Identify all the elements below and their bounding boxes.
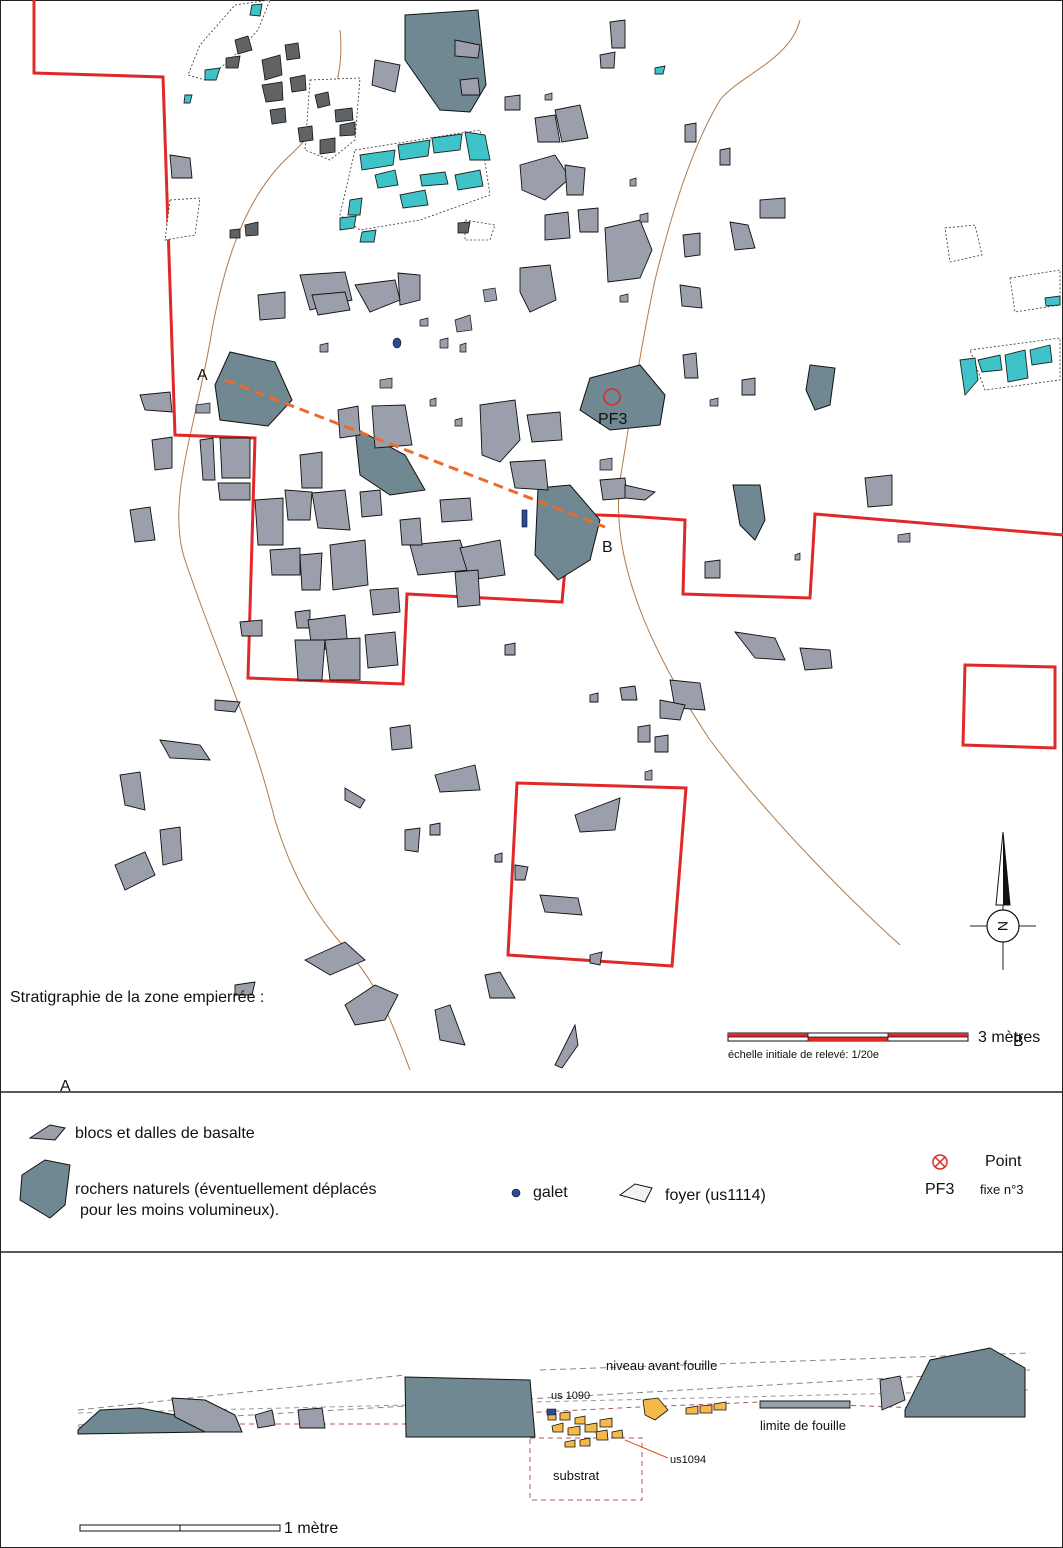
us1090-line (77, 1389, 1031, 1414)
fixed-point-label: PF3 (598, 411, 627, 428)
scale-bar-3m: 3 mètres échelle initiale de relevé: 1/2… (727, 1029, 1040, 1061)
strat-us1094-label: us1094 (670, 1454, 706, 1466)
strat-limite-label: limite de fouille (760, 1418, 846, 1433)
section-block-b1 (879, 1375, 906, 1411)
legend-fixed-point-title: Point (985, 1153, 1022, 1170)
north-arrow-icon: N (970, 831, 1036, 970)
hearth-stones (547, 1397, 727, 1448)
section-rock-b (904, 1347, 1026, 1418)
legend-fixed-point-icon (932, 1154, 948, 1170)
strat-label-b: B (1013, 1033, 1024, 1050)
legend-natural-rock-swatch (19, 1159, 71, 1219)
section-b-label: B (602, 539, 613, 556)
legend-hearth-text: foyer (us1114) (665, 1187, 766, 1204)
legend-fixed-point-code: PF3 (925, 1181, 954, 1198)
section-chip-1 (254, 1409, 276, 1429)
strat-us1090-label: us 1090 (551, 1390, 590, 1402)
dark-stones (225, 35, 471, 239)
legend-natural-text-1: rochers naturels (éventuellement déplacé… (75, 1181, 377, 1198)
level-before-excavation-line (77, 1352, 1031, 1411)
strat-title: Stratigraphie de la zone empierrée : (10, 989, 264, 1006)
legend-pebble-swatch (511, 1188, 521, 1198)
us1094-leader (624, 1439, 669, 1459)
section-line-ab (224, 378, 606, 529)
small-chips (195, 92, 911, 781)
legend-natural-text-2: pour les moins volumineux). (80, 1202, 279, 1219)
scale-label: 3 mètres (978, 1029, 1040, 1046)
substrate-box (529, 1437, 643, 1501)
legend: blocs et dalles de basalte rochers natur… (19, 1124, 1024, 1219)
section-pebble (546, 1408, 557, 1416)
natural-rocks (214, 9, 836, 581)
fixed-point-marker (603, 388, 621, 406)
stratigraphy-section: Stratigraphie de la zone empierrée : A B (10, 989, 1031, 1537)
legend-pebble-text: galet (533, 1184, 568, 1201)
section-chip-2 (297, 1407, 326, 1429)
legend-basalt-swatch (28, 1124, 66, 1141)
strat-niveau-label: niveau avant fouille (606, 1358, 717, 1373)
north-symbol: N (995, 921, 1011, 931)
excavation-limits (32, 0, 1063, 968)
section-block-a2 (171, 1397, 243, 1433)
legend-hearth-swatch (618, 1183, 653, 1203)
section-a-label: A (197, 367, 208, 384)
legend-basalt-text: blocs et dalles de basalte (75, 1125, 255, 1142)
strat-label-a: A (60, 1078, 71, 1095)
strat-substrat-label: substrat (553, 1468, 600, 1483)
section-rock-center (404, 1376, 536, 1438)
legend-fixed-point-desc: fixe n°3 (980, 1182, 1024, 1197)
basalt-blocks (114, 19, 893, 1069)
scale-note: échelle initiale de relevé: 1/20e (728, 1049, 879, 1061)
strat-scale-label: 1 mètre (284, 1520, 338, 1537)
turquoise-slabs (183, 3, 1061, 397)
section-slab (759, 1400, 851, 1409)
pebbles (392, 337, 528, 528)
limit-excavation-line (77, 1401, 1026, 1428)
